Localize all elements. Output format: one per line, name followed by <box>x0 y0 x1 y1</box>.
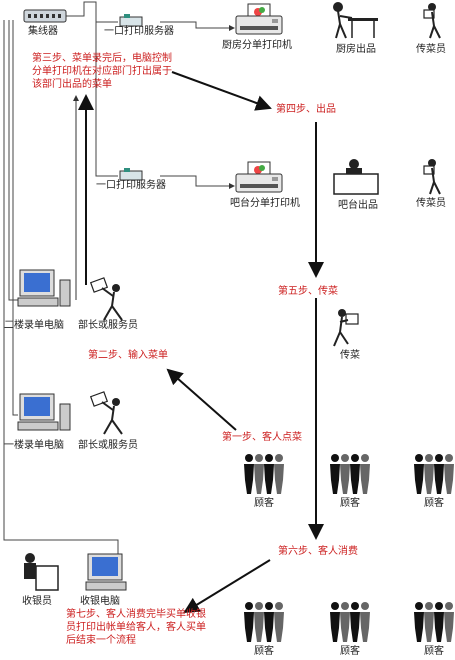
bar-counter-icon <box>333 159 379 195</box>
customer-group-icon <box>414 602 454 642</box>
hub-label: 集线器 <box>28 26 58 37</box>
cashier-pc-label: 收银电脑 <box>80 596 120 607</box>
customer-group-icon <box>414 454 454 494</box>
customer-group-icon <box>330 602 370 642</box>
customer-group-icon <box>244 454 284 494</box>
step6-text: 第六步、客人消费 <box>278 546 358 557</box>
runner-icon <box>333 309 359 347</box>
step5-text: 第五步、传菜 <box>278 286 338 297</box>
bar-out-label: 吧台出品 <box>338 200 378 211</box>
computer-icon <box>17 393 71 431</box>
manager2-label: 部长或服务员 <box>78 320 138 331</box>
runner-mid-label: 传菜员 <box>416 198 446 209</box>
pc-floor2-label: 二楼录单电脑 <box>4 320 64 331</box>
printer-icon <box>235 3 283 35</box>
step4-text: 第四步、出品 <box>276 104 336 115</box>
runner-center-label: 传菜 <box>340 350 360 361</box>
step3-text: 第三步、菜单录完后，电脑控制分单打印机在对应部门打出属于该部门出品的菜单 <box>32 53 172 90</box>
cables <box>3 1 235 555</box>
runner-icon <box>423 3 441 39</box>
print-server-icon <box>119 168 143 181</box>
print-server-mid-label: 一口打印服务器 <box>96 180 166 191</box>
runner-top-label: 传菜员 <box>416 44 446 55</box>
hub-icon <box>23 9 67 23</box>
kitchen-staff-icon <box>333 2 378 39</box>
manager1-label: 部长或服务员 <box>78 440 138 451</box>
customer-label: 顾客 <box>254 498 274 509</box>
waiter-icon <box>89 277 123 321</box>
step1-text: 第一步、客人点菜 <box>222 432 302 443</box>
customer-label: 顾客 <box>340 498 360 509</box>
pc-floor1-label: 一楼录单电脑 <box>4 440 64 451</box>
step7-text: 第七步、客人消费完毕买单收银员打印出帐单给客人，客人买单后结束一个流程 <box>66 609 206 646</box>
print-server-icon <box>119 14 143 27</box>
computer-icon <box>85 553 127 591</box>
customer-group-icon <box>330 454 370 494</box>
kitchen-out-label: 厨房出品 <box>336 44 376 55</box>
bar-printer-label: 吧台分单打印机 <box>230 198 300 209</box>
flow-arrows <box>78 71 324 614</box>
customer-group-icon <box>244 602 284 642</box>
customer-label: 顾客 <box>254 646 274 657</box>
customer-label: 顾客 <box>424 646 444 657</box>
kitchen-printer-label: 厨房分单打印机 <box>222 40 292 51</box>
waiter-icon <box>89 391 123 435</box>
step2-text: 第二步、输入菜单 <box>88 350 168 361</box>
customer-groups <box>244 454 454 642</box>
customer-label: 顾客 <box>424 498 444 509</box>
printer-icon <box>235 161 283 193</box>
runner-icon <box>423 159 441 195</box>
computer-icon <box>17 269 71 307</box>
print-server-top-label: 一口打印服务器 <box>104 26 174 37</box>
cashier-icon <box>24 553 59 591</box>
cashier-label: 收银员 <box>22 596 52 607</box>
customer-label: 顾客 <box>340 646 360 657</box>
